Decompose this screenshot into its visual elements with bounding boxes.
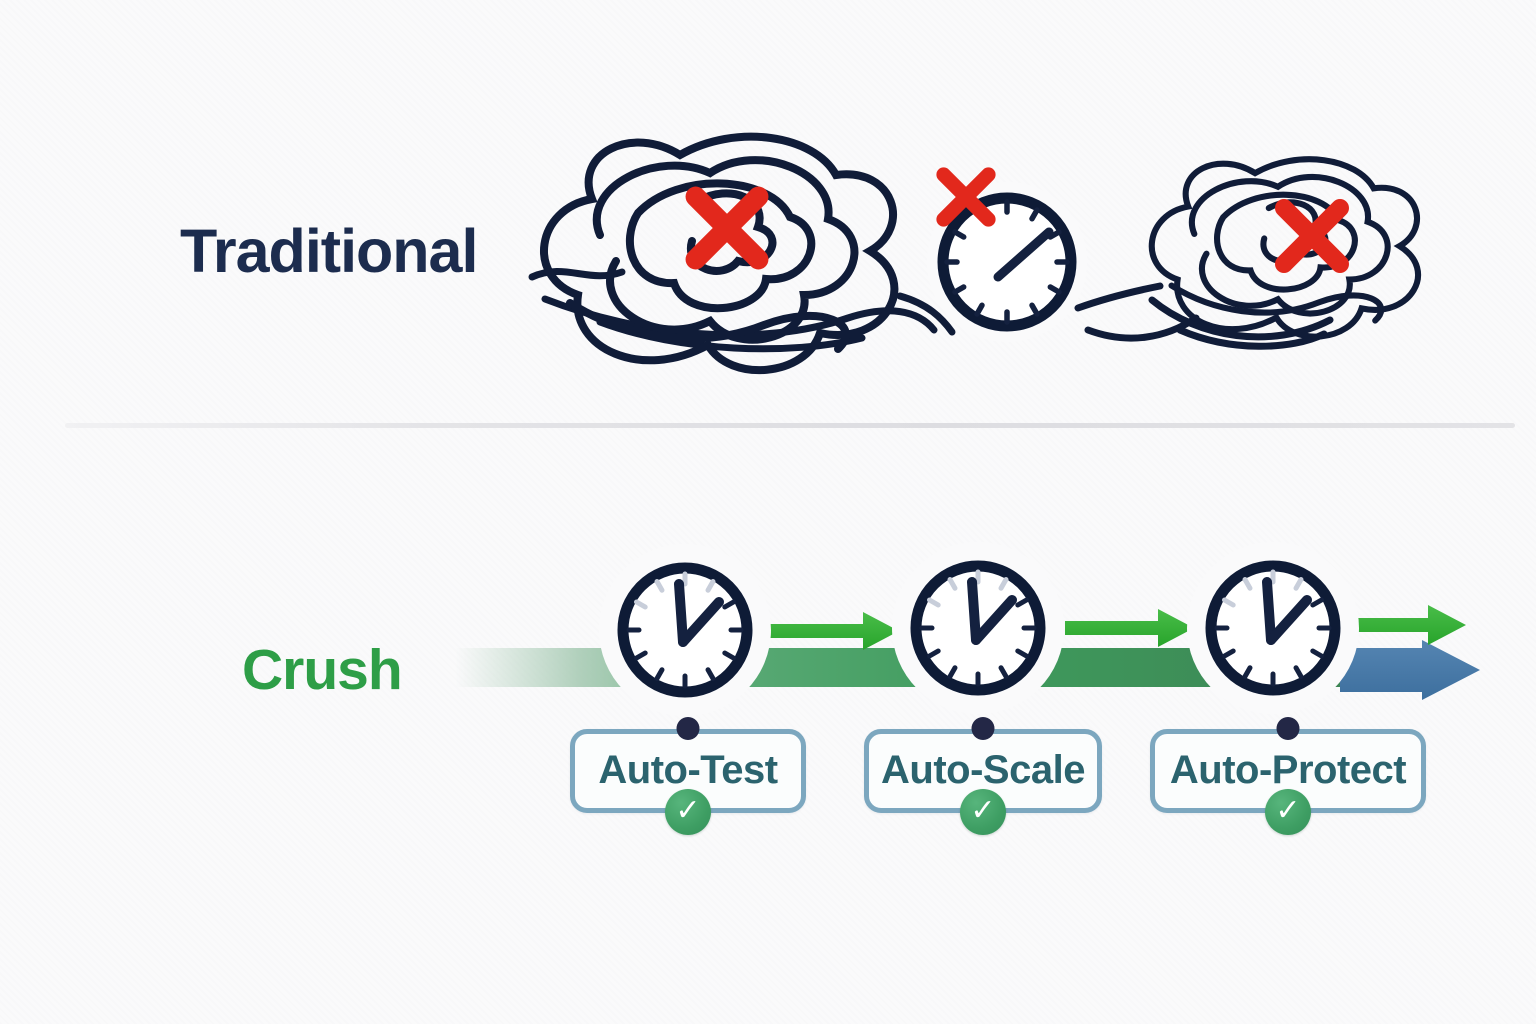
check-glyph: ✓ xyxy=(675,794,701,827)
arrow-right-icon xyxy=(1352,605,1466,645)
step-label: Auto-Protect xyxy=(1169,747,1407,792)
check-icon: ✓ xyxy=(960,789,1006,835)
clock-icon xyxy=(623,568,747,692)
connector-dot xyxy=(971,717,995,740)
crush-label: Crush xyxy=(242,638,403,702)
connector-dot xyxy=(676,717,700,740)
step-label: Auto-Test xyxy=(598,747,778,792)
tangle-icon xyxy=(544,137,894,370)
clock-icon xyxy=(1211,566,1335,690)
step-card-auto-scale: Auto-Scale ✓ xyxy=(864,717,1102,835)
section-divider xyxy=(65,423,1515,428)
step-card-auto-protect: Auto-Protect ✓ xyxy=(1150,717,1426,835)
tangle-icon xyxy=(1152,159,1418,336)
clock-icon xyxy=(943,198,1071,326)
step-card-auto-test: Auto-Test ✓ xyxy=(570,717,806,835)
check-glyph: ✓ xyxy=(1275,794,1301,827)
arrow-right-icon xyxy=(770,612,899,650)
check-icon: ✓ xyxy=(665,789,711,835)
arrow-right-blue-icon xyxy=(1340,640,1480,700)
check-icon: ✓ xyxy=(1265,789,1311,835)
crush-graphic xyxy=(455,542,1480,716)
error-x-icon xyxy=(696,197,759,260)
connector-dot xyxy=(1276,717,1300,740)
clock-icon xyxy=(916,566,1040,690)
traditional-graphic xyxy=(528,137,1418,370)
arrow-right-icon xyxy=(1065,609,1194,647)
traditional-label: Traditional xyxy=(180,217,478,285)
step-label: Auto-Scale xyxy=(881,747,1085,792)
check-glyph: ✓ xyxy=(970,794,996,827)
